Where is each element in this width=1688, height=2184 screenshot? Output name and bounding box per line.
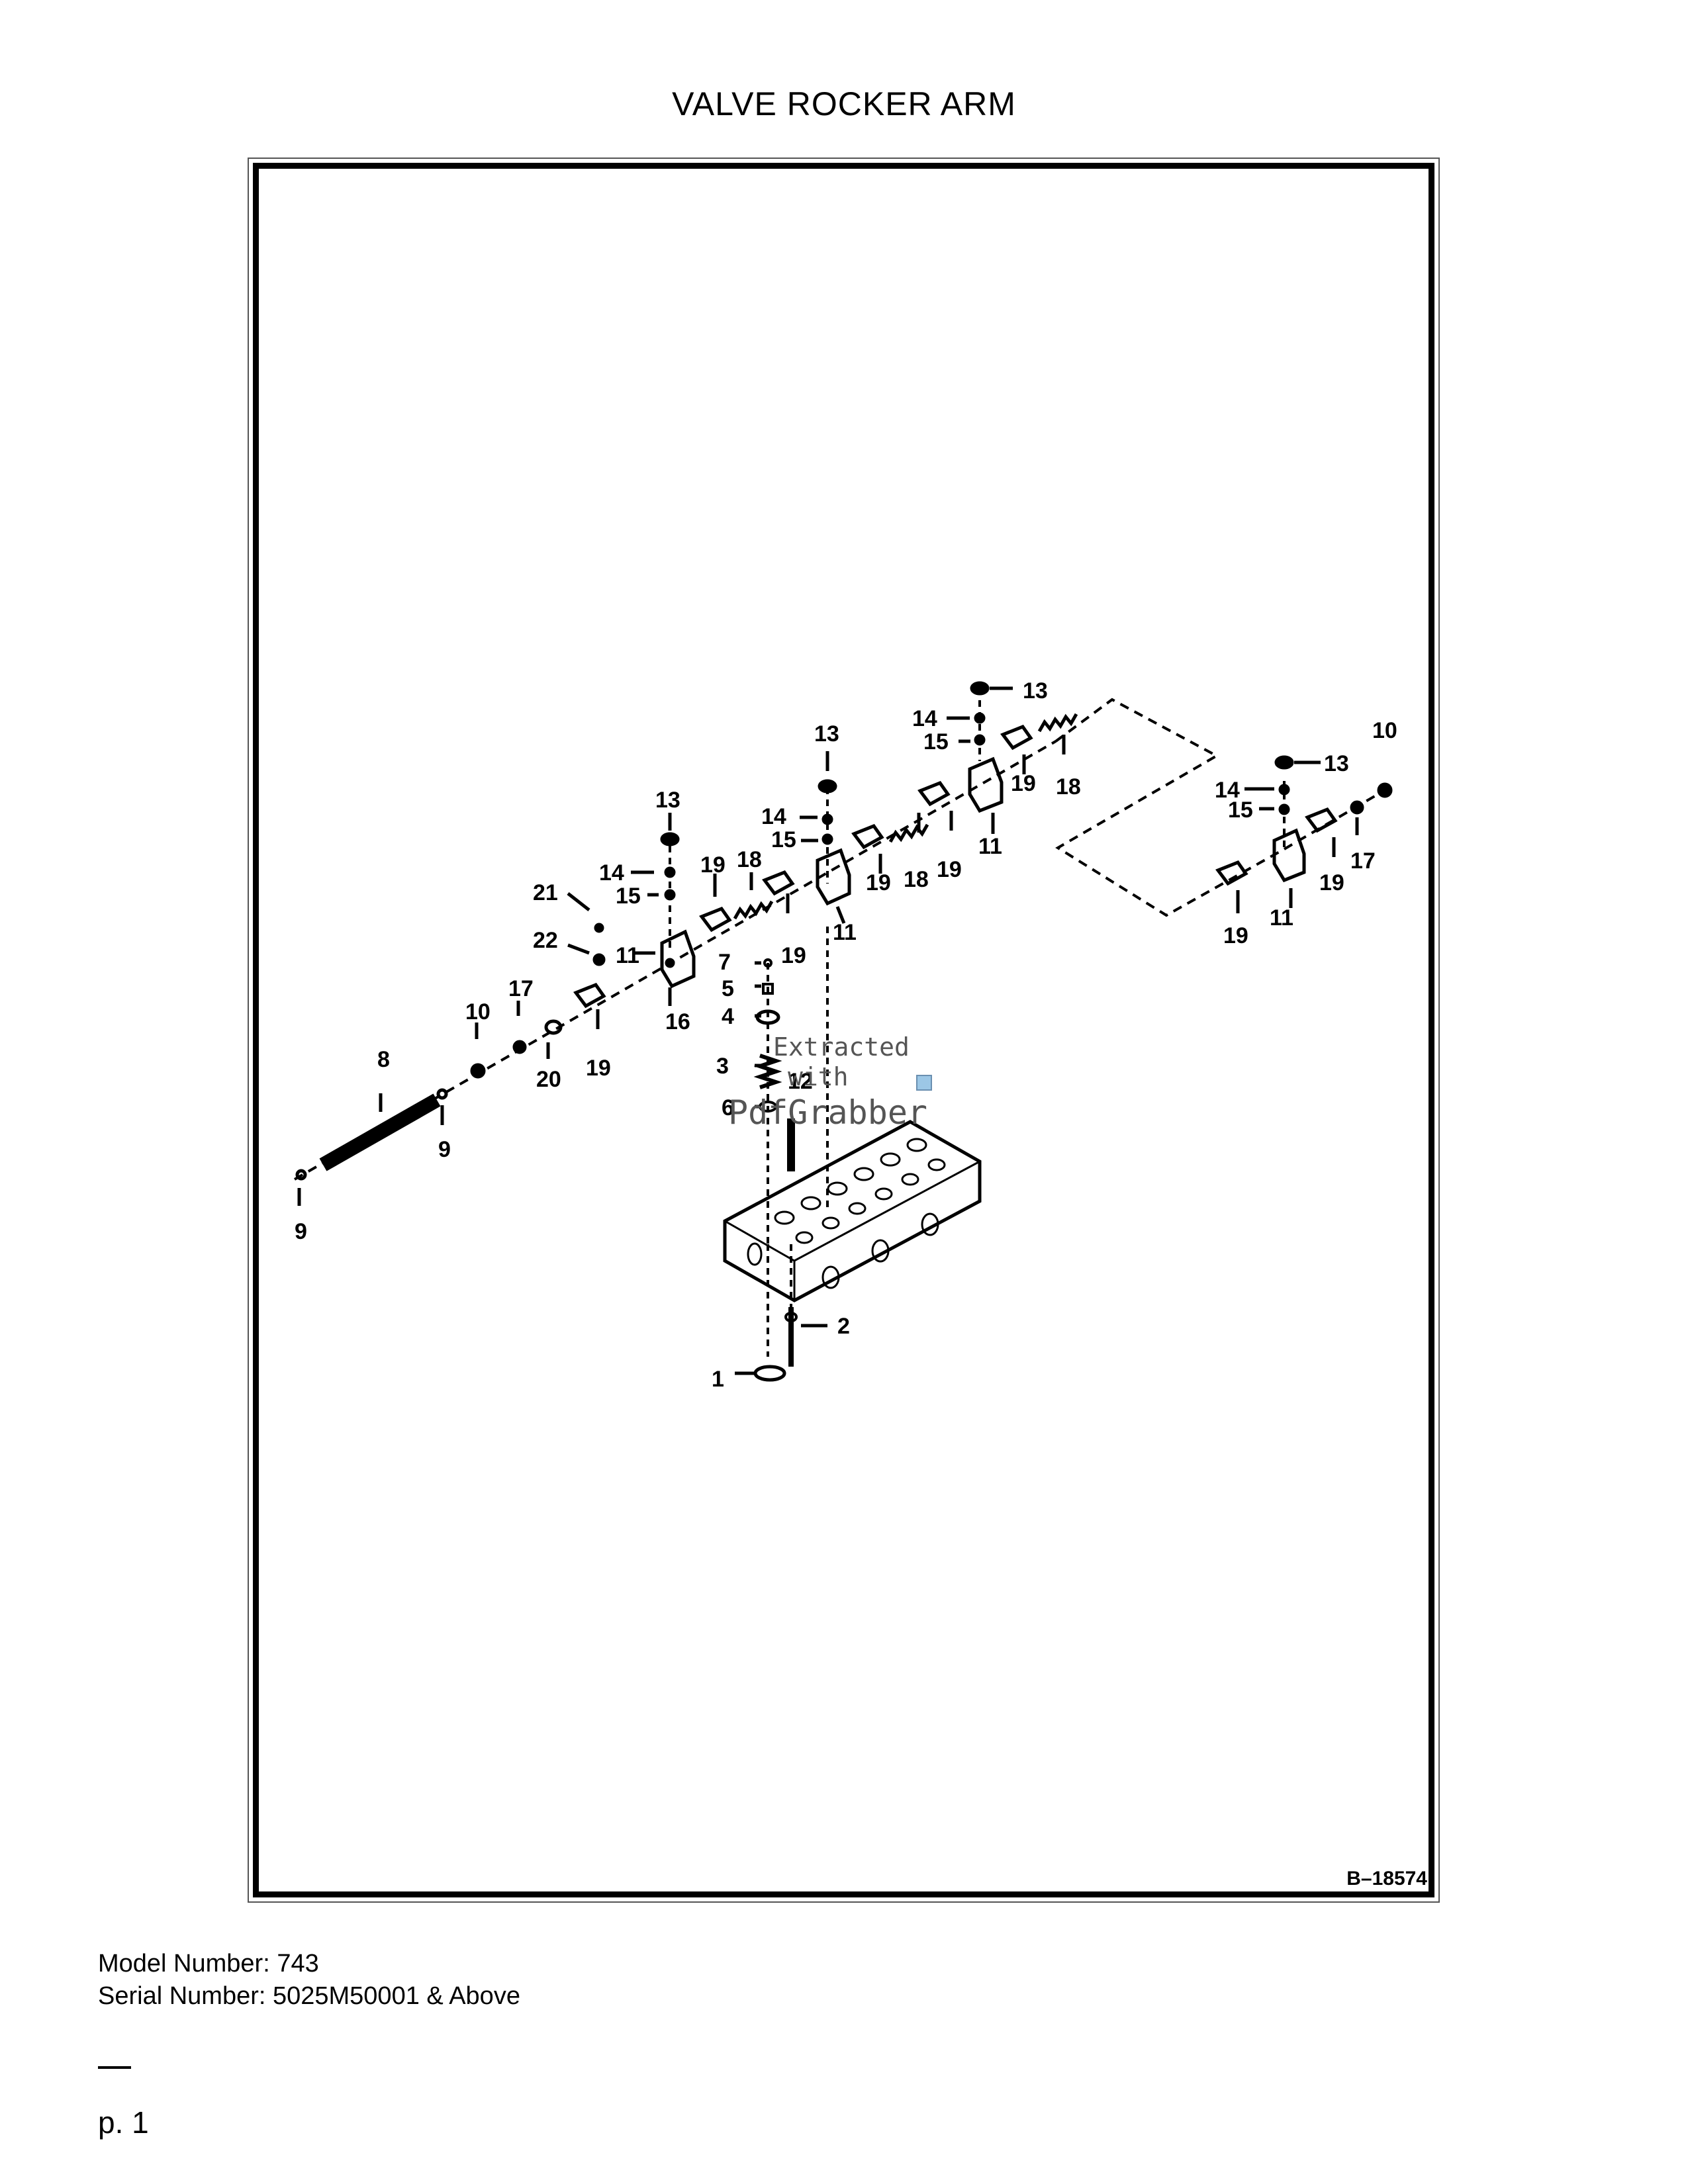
valve-head [753, 1365, 786, 1382]
callout-label: 17 [508, 976, 534, 1001]
push-rod [319, 1093, 441, 1171]
callout-label: 7 [718, 950, 731, 975]
callout-label: 19 [586, 1056, 611, 1081]
right-shaft-axis [1283, 789, 1386, 850]
valve-spring [753, 1054, 782, 1089]
shaft-spring [1037, 713, 1078, 733]
callout-label: 11 [833, 920, 857, 945]
callout-label: 17 [1350, 848, 1376, 874]
rocker-arm [1000, 724, 1033, 751]
rocker-arm [851, 823, 884, 850]
callout-label: 19 [866, 870, 891, 895]
callout-label: 10 [1372, 718, 1397, 743]
rocker-bracket-3 [968, 756, 1004, 813]
callout-label: 19 [781, 943, 806, 968]
callout-label: 9 [438, 1137, 451, 1162]
shaft-spring [888, 823, 929, 843]
callout-label: 5 [722, 976, 734, 1001]
rocker-arm [917, 780, 951, 807]
callout-label: 13 [1023, 678, 1048, 704]
svg-text:PdfGrabber: PdfGrabber [728, 1093, 927, 1132]
callout-label: 14 [912, 706, 937, 731]
callout-label: 11 [978, 834, 1002, 859]
callout-label: 19 [700, 852, 726, 878]
callout-label: 20 [536, 1067, 561, 1092]
callout-label: 19 [1319, 870, 1344, 895]
figure-frame-outer [248, 158, 1440, 1903]
figure-id: B–18574 [1346, 1868, 1427, 1889]
callout-label: 18 [1056, 774, 1081, 799]
callout-label: 13 [1324, 751, 1349, 776]
svg-text:Extracted: Extracted [773, 1032, 910, 1062]
valve-guide [784, 1312, 798, 1322]
callout-label: 15 [923, 729, 949, 754]
callout-label: 15 [1228, 797, 1253, 823]
rocker-bracket-2 [816, 848, 851, 906]
callout-label: 18 [737, 847, 762, 872]
rocker-arm [1305, 807, 1338, 833]
callout-label: 11 [616, 943, 639, 968]
cylinder-head [723, 1120, 982, 1302]
footer-rule [98, 2066, 131, 2069]
callout-label: 19 [1223, 923, 1248, 948]
callout-label: 21 [533, 880, 558, 905]
model-number: Model Number: 743 [98, 1950, 319, 1978]
valve-cotter [762, 983, 774, 995]
shaft-spring [733, 900, 774, 920]
page-number: p. 1 [98, 2105, 149, 2140]
rocker-arm [762, 870, 795, 896]
figure-frame: B–18574 [253, 163, 1434, 1897]
callout-label: 13 [814, 721, 839, 747]
rocker-bracket-4 [1272, 828, 1306, 883]
callout-label: 12 [788, 1069, 813, 1094]
watermark: Extracted with PdfGrabber [728, 1032, 932, 1132]
callout-label: 13 [655, 788, 680, 813]
callout-label: 14 [761, 804, 786, 829]
callout-label: 10 [465, 999, 491, 1024]
callout-label: 2 [837, 1314, 850, 1339]
callout-label: 4 [722, 1004, 734, 1029]
callout-label: 8 [377, 1047, 390, 1072]
callout-label: 14 [1215, 778, 1240, 803]
callout-label: 16 [665, 1009, 690, 1034]
rocker-arm [573, 982, 606, 1009]
callout-label: 18 [904, 867, 929, 892]
page-title: VALVE ROCKER ARM [672, 85, 1016, 122]
rocker-arm [1215, 860, 1248, 886]
callout-label: 19 [937, 857, 962, 882]
callout-label: 15 [771, 827, 796, 852]
rocker-bracket-1 [660, 929, 696, 989]
callout-label: 19 [1011, 771, 1036, 796]
callout-label: 6 [722, 1095, 734, 1120]
serial-number: Serial Number: 5025M50001 & Above [98, 1982, 520, 2010]
callout-label: 14 [599, 860, 624, 886]
callout-label: 3 [716, 1054, 729, 1079]
callout-label: 15 [616, 884, 641, 909]
svg-text:with: with [788, 1062, 849, 1091]
valve-cap [763, 958, 773, 968]
callout-label: 9 [295, 1219, 307, 1244]
callout-label: 11 [1270, 905, 1293, 931]
rocker-arm [699, 906, 732, 933]
callout-label: 22 [533, 928, 558, 953]
watermark-icon [916, 1075, 932, 1091]
callout-label: 1 [712, 1367, 724, 1392]
